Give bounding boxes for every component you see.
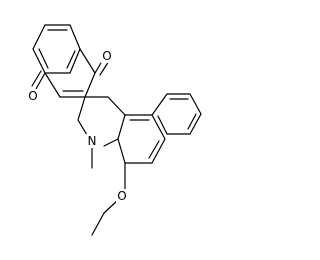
ethoxy-group xyxy=(91,162,126,236)
carbonyl-left xyxy=(31,70,46,90)
phenyl-ring xyxy=(151,93,202,135)
aryl-ring xyxy=(117,114,166,164)
atom-o-left: O xyxy=(27,89,39,103)
quinone-ring xyxy=(44,48,96,98)
structure-drawing: O O N O xyxy=(27,24,202,236)
atom-o-left-label: O xyxy=(28,89,37,103)
pyrrole-ring xyxy=(77,96,126,147)
atom-o-ether-label: O xyxy=(117,189,126,203)
atom-n-label: N xyxy=(88,134,97,148)
atom-n: N xyxy=(85,134,99,148)
atom-o-top: O xyxy=(101,49,113,63)
atom-o-top-label: O xyxy=(102,49,111,63)
benzo-ring xyxy=(32,24,81,74)
atom-o-ether: O xyxy=(116,189,128,203)
molecule-diagram: O O N O xyxy=(27,24,202,236)
